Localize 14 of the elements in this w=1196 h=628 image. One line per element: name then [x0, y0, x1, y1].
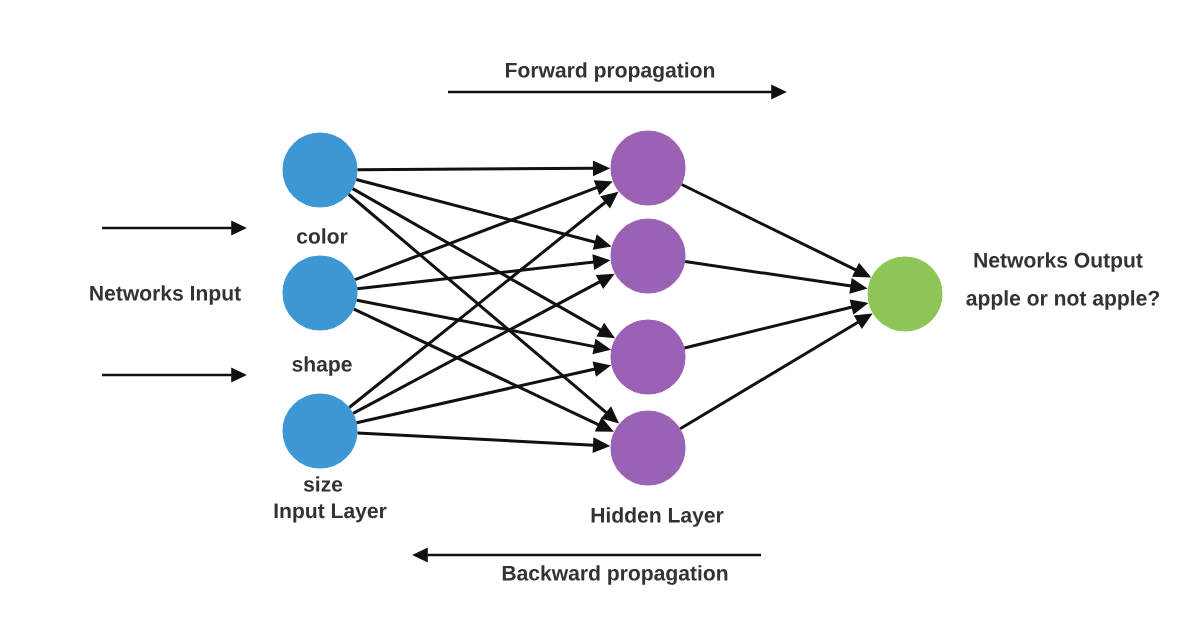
hidden-node	[610, 130, 686, 206]
input-node	[282, 393, 358, 469]
output-node	[867, 256, 943, 332]
hidden-node	[610, 319, 686, 395]
hidden-node	[610, 218, 686, 294]
node-label: apple or not apple?	[966, 290, 1159, 310]
node-label: shape	[292, 356, 352, 376]
propagation-label: Backward propagation	[502, 565, 728, 585]
hidden-node	[610, 410, 686, 486]
node-label: color	[297, 228, 348, 244]
input-node	[282, 255, 358, 331]
input-node	[282, 132, 358, 208]
node-label: Networks Output	[974, 252, 1143, 272]
node-label: size	[303, 476, 343, 492]
